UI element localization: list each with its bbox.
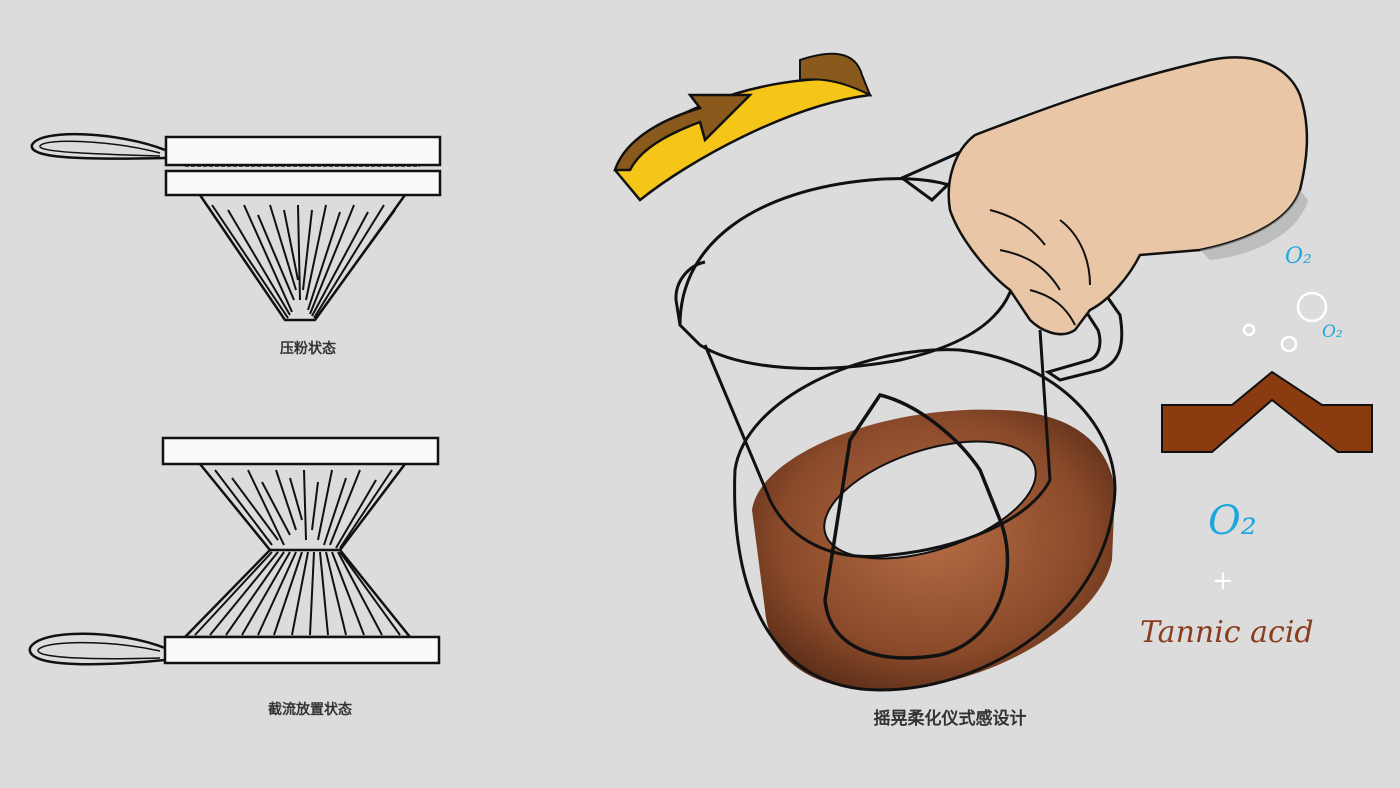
- filter-cutoff-state: [28, 436, 441, 666]
- sediment-shape: [1161, 370, 1373, 453]
- rotation-arrow-icon: [613, 52, 873, 202]
- caption-cutoff-state: 截流放置状态: [268, 702, 352, 718]
- hand-icon: [947, 56, 1309, 336]
- plus-sign: +: [1212, 566, 1234, 596]
- o2-label-small-2: O₂: [1322, 322, 1343, 342]
- o2-label-large: O₂: [1208, 498, 1257, 544]
- bubble-icon: [1242, 291, 1328, 353]
- handle-loop-bottom: [28, 632, 166, 666]
- coffee-liquid: [752, 409, 1115, 690]
- tannic-acid-label: Tannic acid: [1140, 615, 1314, 650]
- o2-label-small-1: O₂: [1285, 244, 1312, 269]
- caption-swirl-design: 摇晃柔化仪式感设计: [873, 709, 1027, 729]
- handle-loop-top: [30, 132, 166, 160]
- filter-press-state: [30, 132, 442, 322]
- caption-press-state: 压粉状态: [280, 341, 336, 357]
